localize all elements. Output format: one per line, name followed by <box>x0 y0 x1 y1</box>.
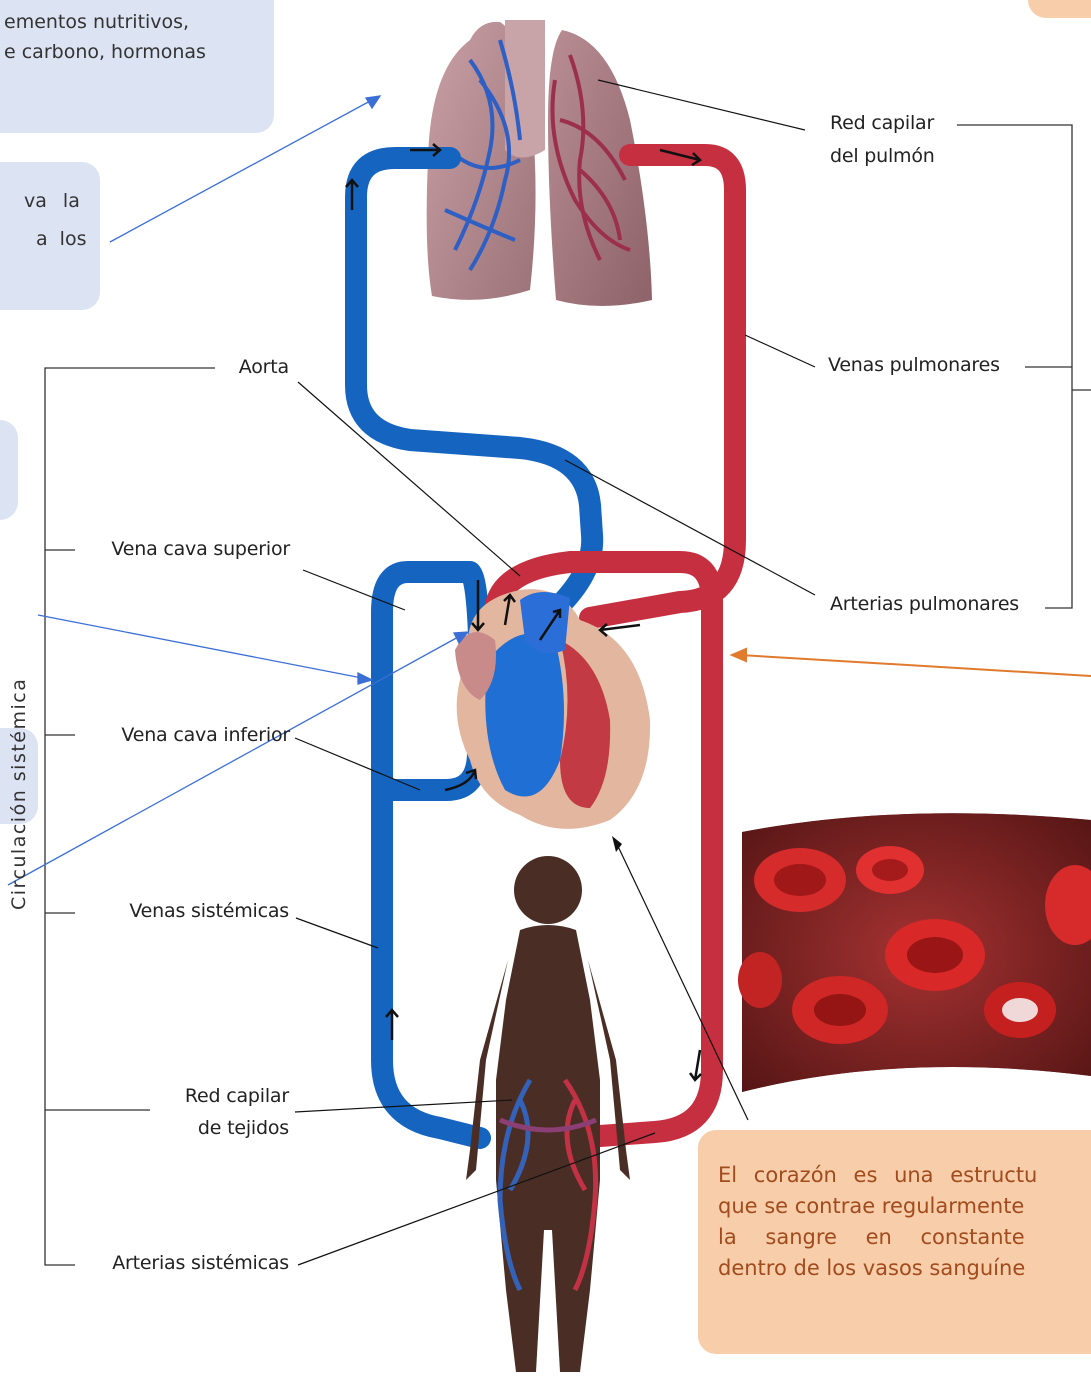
label-venas-pulmonares: Venas pulmonares <box>828 354 1000 376</box>
label-vena-cava-superior: Vena cava superior <box>111 538 290 560</box>
label-red-capilar-tejidos-2: de tejidos <box>198 1117 289 1139</box>
human-body-image <box>466 856 630 1372</box>
label-aorta: Aorta <box>239 356 289 378</box>
label-red-capilar-pulmon-1: Red capilar <box>830 112 934 134</box>
label-red-capilar-pulmon-2: del pulmón <box>830 145 935 167</box>
heart-info-line-4: dentro de los vasos sanguíne <box>718 1253 1091 1284</box>
pointer-arrow-heart <box>612 836 622 852</box>
heart-info-line-1: El corazón es una estructu <box>718 1160 1091 1191</box>
heart-info-line-2: que se contrae regularmente <box>718 1191 1091 1222</box>
red-blood-cells-image <box>738 718 1091 1092</box>
label-circulacion-sistemica: Circulación sistémica <box>8 678 30 910</box>
pointer-arrow-orange <box>732 649 1091 676</box>
label-red-capilar-tejidos-1: Red capilar <box>185 1085 289 1107</box>
heart-image <box>455 589 650 829</box>
label-venas-sistemicas: Venas sistémicas <box>129 900 289 922</box>
pointer-arrows-blue <box>8 96 468 885</box>
heart-info-line-3: la sangre en constante <box>718 1222 1091 1253</box>
label-vena-cava-inferior: Vena cava inferior <box>121 724 290 746</box>
label-arterias-pulmonares: Arterias pulmonares <box>830 593 1019 615</box>
lungs-image <box>427 20 652 306</box>
label-arterias-sistemicas: Arterias sistémicas <box>112 1252 289 1274</box>
heart-info-text: El corazón es una estructu que se contra… <box>718 1160 1091 1284</box>
